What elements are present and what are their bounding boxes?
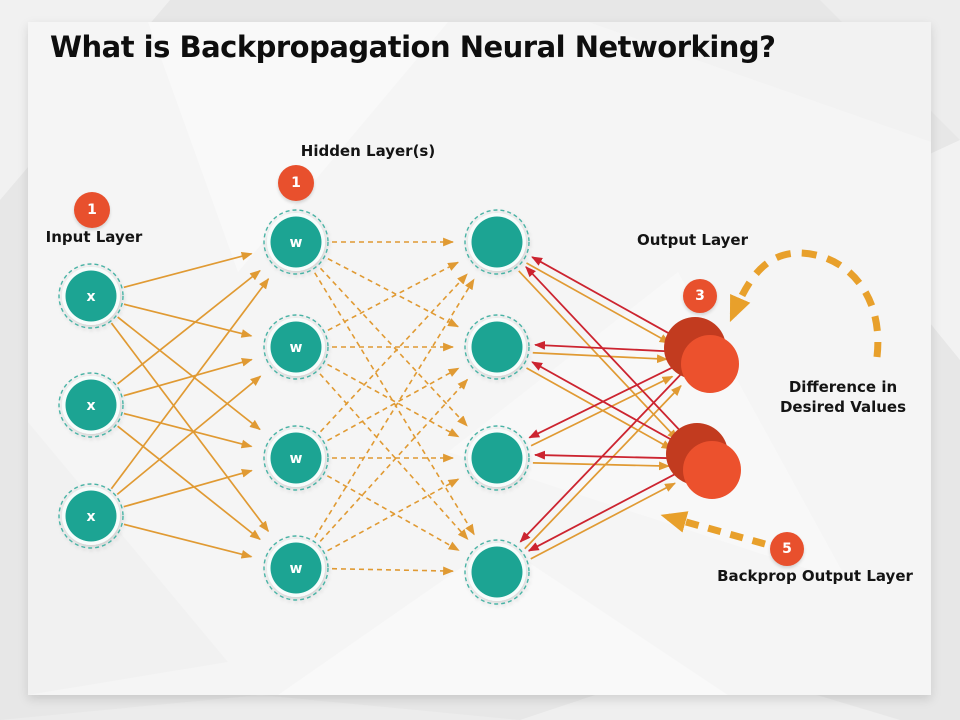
- page-title: What is Backpropagation Neural Networkin…: [50, 30, 776, 64]
- connection-edge: [117, 316, 261, 431]
- connection-edge: [110, 277, 270, 490]
- backprop-output-layer-label: Backprop Output Layer: [717, 567, 913, 585]
- output-node-front: [683, 441, 741, 499]
- connection-edge: [123, 523, 253, 559]
- node-body: [270, 542, 322, 594]
- node-dashed-outline: [58, 483, 124, 549]
- difference-desired-values-label: Difference in Desired Values: [748, 377, 938, 417]
- node-label: x: [86, 398, 95, 414]
- node-body: [270, 216, 322, 268]
- connection-edge: [327, 367, 460, 442]
- input-node: x: [58, 263, 124, 329]
- backprop-output-arrow: [660, 511, 766, 548]
- node-label: w: [290, 235, 303, 251]
- node-label: x: [86, 289, 95, 305]
- connection-edge: [327, 261, 459, 332]
- badge-output-step: 3: [683, 279, 717, 313]
- node-body: [65, 379, 117, 431]
- node-body: [270, 432, 322, 484]
- input-node: x: [58, 483, 124, 549]
- node-dashed-outline: [464, 209, 530, 275]
- connection-edge: [525, 266, 693, 444]
- hidden-layer-1-node: w: [263, 314, 329, 380]
- connection-edge: [531, 256, 685, 343]
- badge-hidden-step: 1: [278, 165, 314, 201]
- connection-edge: [123, 412, 253, 449]
- connection-edge: [123, 468, 253, 508]
- output-layer-label: Output Layer: [637, 231, 748, 249]
- connection-edge: [532, 461, 671, 471]
- connection-edge: [314, 278, 475, 538]
- difference-feedback-arrow: [729, 249, 882, 358]
- node-body: [65, 270, 117, 322]
- hidden-layer-1-node: w: [263, 535, 329, 601]
- node-dashed-outline: [464, 539, 530, 605]
- node-dashed-outline: [58, 372, 124, 438]
- hidden-layer-label: Hidden Layer(s): [300, 142, 436, 160]
- connection-edge: [319, 373, 469, 541]
- node-dashed-outline: [263, 314, 329, 380]
- badge-input-step: 1: [74, 192, 110, 228]
- connection-edge: [532, 351, 668, 364]
- node-label: w: [290, 561, 303, 577]
- connection-edge: [117, 269, 261, 385]
- output-node-front: [681, 335, 739, 393]
- node-label: w: [290, 451, 303, 467]
- difference-line-2: Desired Values: [779, 398, 907, 416]
- hidden-layer-1-node: w: [263, 209, 329, 275]
- connection-edge: [123, 357, 253, 397]
- connection-edge: [116, 375, 262, 496]
- output-node: [666, 423, 741, 499]
- node-body: [471, 432, 523, 484]
- connection-edge: [327, 478, 460, 552]
- connection-edge: [331, 566, 455, 576]
- connection-edge: [524, 384, 682, 550]
- difference-line-1: Difference in: [788, 378, 898, 396]
- connection-edge: [531, 361, 687, 449]
- badge-backprop-step: 5: [770, 532, 804, 566]
- connection-edge: [530, 482, 676, 560]
- connection-edge: [319, 273, 468, 433]
- node-body: [471, 546, 523, 598]
- connection-edge: [533, 450, 682, 460]
- node-body: [471, 216, 523, 268]
- node-dashed-outline: [263, 425, 329, 491]
- connection-edge: [326, 475, 460, 551]
- input-node: x: [58, 372, 124, 438]
- connection-edge: [530, 375, 674, 447]
- connection-edge: [319, 378, 469, 542]
- hidden-layer-1-node: w: [263, 425, 329, 491]
- hidden-layer-2-node: [464, 209, 530, 275]
- node-dashed-outline: [263, 209, 329, 275]
- connection-edge: [527, 469, 683, 552]
- node-dashed-outline: [464, 314, 530, 380]
- connection-edge: [110, 322, 269, 533]
- node-body: [471, 321, 523, 373]
- connection-edge: [123, 251, 253, 289]
- output-node: [664, 317, 739, 393]
- hidden-layer-2-node: [464, 425, 530, 491]
- node-body: [270, 321, 322, 373]
- input-layer-label: Input Layer: [45, 228, 143, 246]
- connection-edge: [528, 363, 681, 439]
- node-body: [65, 490, 117, 542]
- connection-edge: [526, 367, 673, 450]
- hidden-layer-2-node: [464, 539, 530, 605]
- node-dashed-outline: [263, 535, 329, 601]
- connection-edge: [117, 425, 261, 541]
- connection-edge: [123, 303, 253, 338]
- hidden-layer-2-node: [464, 314, 530, 380]
- connection-edge: [327, 363, 460, 438]
- node-dashed-outline: [58, 263, 124, 329]
- node-dashed-outline: [464, 425, 530, 491]
- node-label: w: [290, 340, 303, 356]
- node-label: x: [86, 509, 95, 525]
- connection-edge: [327, 257, 459, 328]
- connection-edge: [526, 262, 671, 344]
- connection-edge: [534, 340, 680, 353]
